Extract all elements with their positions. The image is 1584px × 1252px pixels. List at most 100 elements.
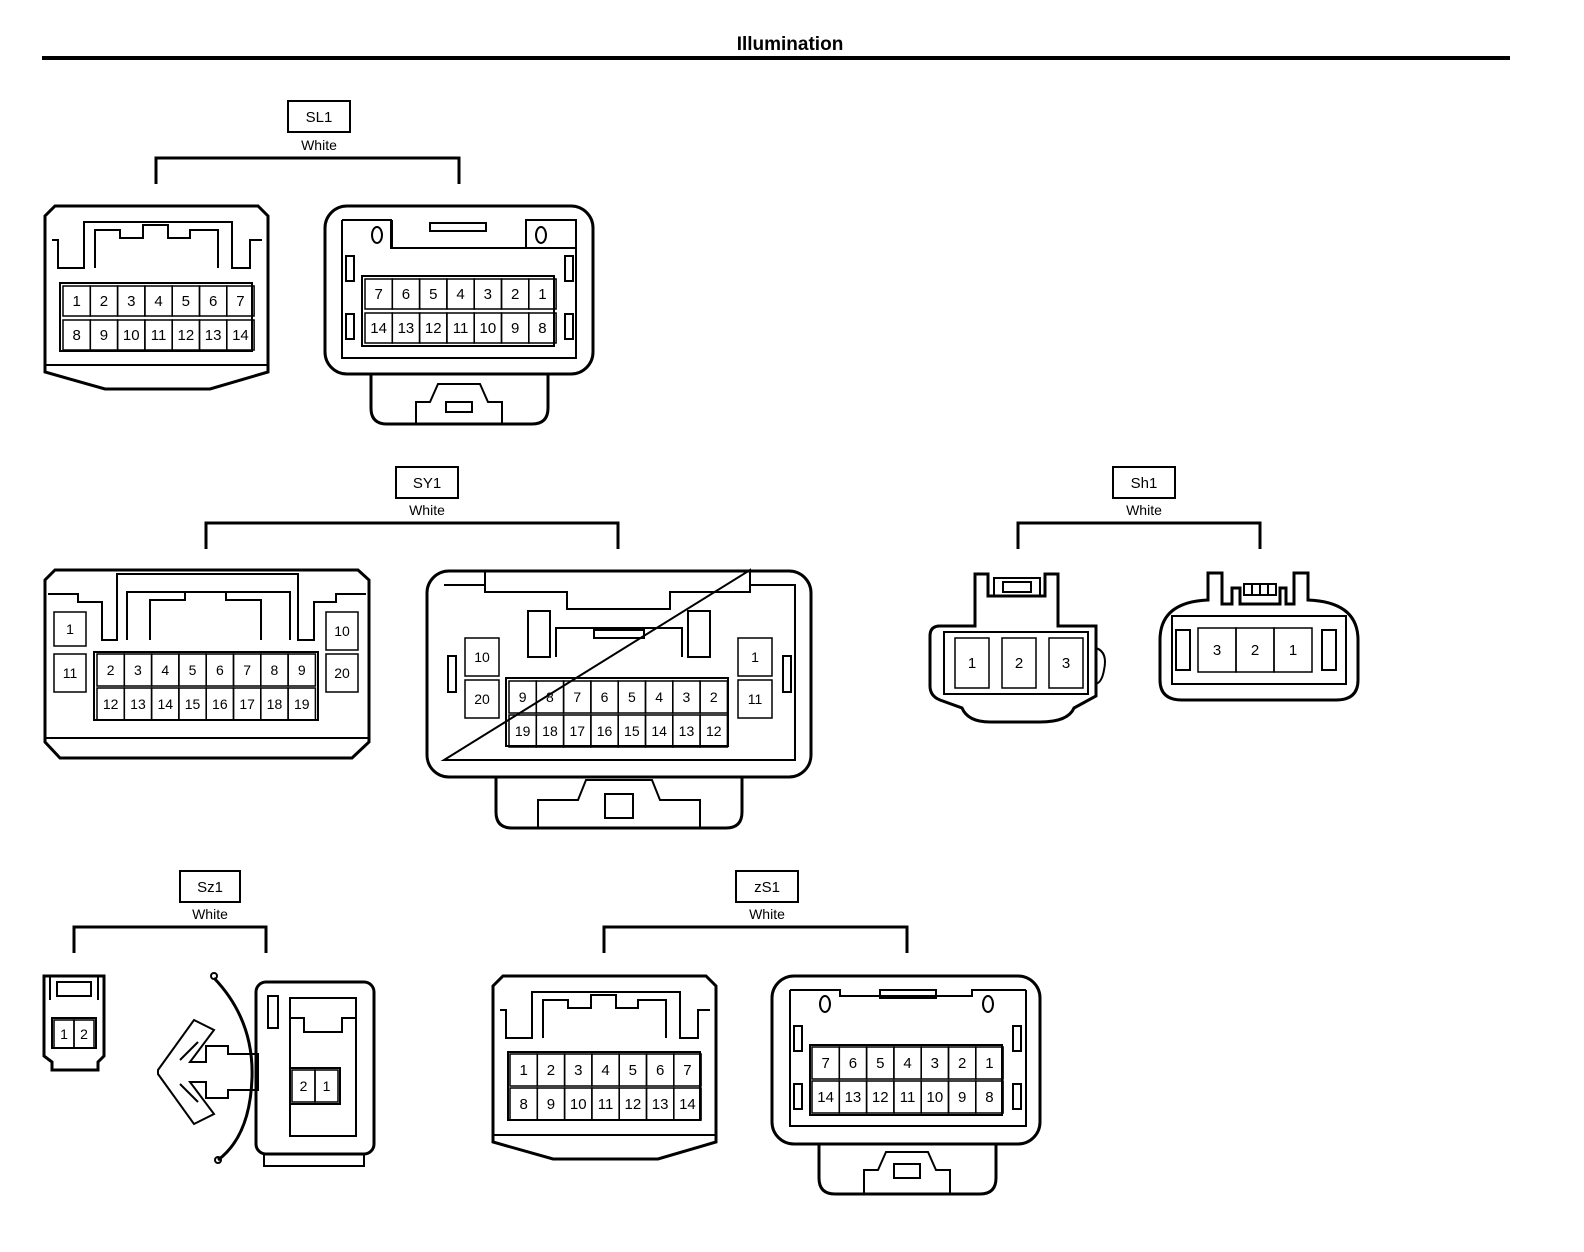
sy1-right-pin: 15: [624, 723, 640, 739]
sy1-right-pin: 12: [706, 723, 722, 739]
sy1-left-pin: 14: [157, 696, 173, 712]
sy1-right-pin-cell: [464, 679, 500, 719]
sl1-left-pin-cell: [226, 319, 255, 351]
sy1-left-pin: 12: [103, 696, 119, 712]
sz1-right-pin-cell: [314, 1069, 339, 1103]
sl1-right-pin: 4: [456, 286, 464, 303]
zs1-right-pin: 14: [817, 1089, 834, 1106]
sy1-left-pin-cell: [325, 611, 359, 651]
sz1-bracket: [72, 925, 268, 953]
zs1-right-pin: 11: [900, 1089, 916, 1106]
zs1-right-pin: 12: [872, 1089, 889, 1106]
sl1-left-pin: 14: [232, 327, 249, 344]
sl1-right-pin: 11: [453, 320, 469, 337]
sy1-label-box: [395, 466, 459, 499]
sl1-left-pin: 9: [100, 327, 108, 344]
sl1-left-pin: 2: [100, 293, 108, 310]
sl1-label-box: [287, 100, 351, 133]
zs1-left-pin: 11: [598, 1096, 614, 1113]
zs1-color: White: [749, 906, 785, 922]
sy1-right-pin: 10: [474, 649, 490, 665]
sy1-left-pin: 8: [271, 662, 279, 678]
sh1-bracket: [1016, 521, 1262, 549]
sy1-right-pin-cell: [699, 680, 729, 714]
sy1-left-pin: 7: [243, 662, 251, 678]
zs1-right-pin: 6: [849, 1055, 857, 1072]
sl1-right-pin: 7: [374, 286, 382, 303]
zs1-label: zS1: [754, 879, 780, 896]
zs1-right-pin: 10: [927, 1089, 944, 1106]
zs1-right-pin: 3: [931, 1055, 939, 1072]
zs1-right-pin: 9: [958, 1089, 966, 1106]
sl1-right-pin-cell: [528, 278, 557, 310]
sl1-right-pin-cell: [528, 312, 557, 344]
sy1-right-pin-cell: [737, 637, 773, 677]
sy1-left-pin: 4: [161, 662, 169, 678]
zs1-left-pin: 13: [652, 1096, 669, 1113]
sl1-right-pin: 3: [484, 286, 492, 303]
zs1-right-pin: 2: [958, 1055, 966, 1072]
sy1-left-pin: 10: [334, 623, 350, 639]
zs1-left-pin: 10: [570, 1096, 587, 1113]
zs1-right-pin: 4: [903, 1055, 911, 1072]
sz1-color: White: [192, 906, 228, 922]
sl1-right-pin: 8: [538, 320, 546, 337]
zs1-right-pin: 5: [876, 1055, 884, 1072]
sl1-right-pin: 14: [370, 320, 387, 337]
sy1-left-pin-cell: [325, 653, 359, 693]
sh1-right-pin: 1: [1289, 642, 1297, 659]
sl1-left-pin: 10: [123, 327, 140, 344]
sh1-left-pin-cell: [1001, 637, 1037, 689]
sl1-left-pin: 8: [72, 327, 80, 344]
zs1-left-pin: 2: [547, 1062, 555, 1079]
sz1-left-pin: 1: [60, 1026, 68, 1042]
sy1-right-pin: 19: [515, 723, 531, 739]
sh1-left-pin: 2: [1015, 655, 1023, 672]
sy1-right-pin: 9: [519, 689, 527, 705]
sl1-right-pin: 12: [425, 320, 442, 337]
zs1-left-pin: 7: [683, 1062, 691, 1079]
page-title: Illumination: [737, 34, 844, 55]
zs1-right-pin: 8: [985, 1089, 993, 1106]
sz1-right-pin: 1: [323, 1078, 331, 1094]
zs1-left-pin: 8: [519, 1096, 527, 1113]
sl1-right-pin: 9: [511, 320, 519, 337]
sh1-left-pin-cell: [954, 637, 990, 689]
sy1-right-pin-cell: [737, 679, 773, 719]
sl1-color: White: [301, 137, 337, 153]
sy1-left-pin: 15: [185, 696, 201, 712]
sy1-label: SY1: [413, 475, 441, 492]
sl1-right-pin: 2: [511, 286, 519, 303]
zs1-label-box: [735, 870, 799, 903]
sl1-left-pin: 11: [151, 327, 167, 344]
sy1-left-pin: 1: [66, 621, 74, 637]
sl1-right-pin: 10: [480, 320, 497, 337]
sl1-left-pin: 3: [127, 293, 135, 310]
sy1-right-pin: 1: [751, 649, 759, 665]
sl1-left-pin-cell: [226, 285, 255, 317]
sh1-right-pin-cell: [1273, 627, 1313, 673]
sy1-left-pin: 3: [134, 662, 142, 678]
sh1-label: Sh1: [1131, 475, 1158, 492]
sy1-right-pin: 5: [628, 689, 636, 705]
zs1-left-pin-cell: [673, 1053, 702, 1087]
sl1-bracket: [154, 156, 461, 184]
sy1-left-pin: 17: [239, 696, 255, 712]
sl1-left-pin: 13: [205, 327, 222, 344]
sy1-right-pin: 6: [601, 689, 609, 705]
sh1-left-pin: 3: [1062, 655, 1070, 672]
sy1-left-pin: 6: [216, 662, 224, 678]
zs1-bracket: [602, 925, 909, 953]
sy1-color: White: [409, 502, 445, 518]
sy1-left-pin: 11: [63, 665, 78, 681]
sh1-right-pin: 2: [1251, 642, 1259, 659]
sy1-right-pin: 17: [569, 723, 585, 739]
